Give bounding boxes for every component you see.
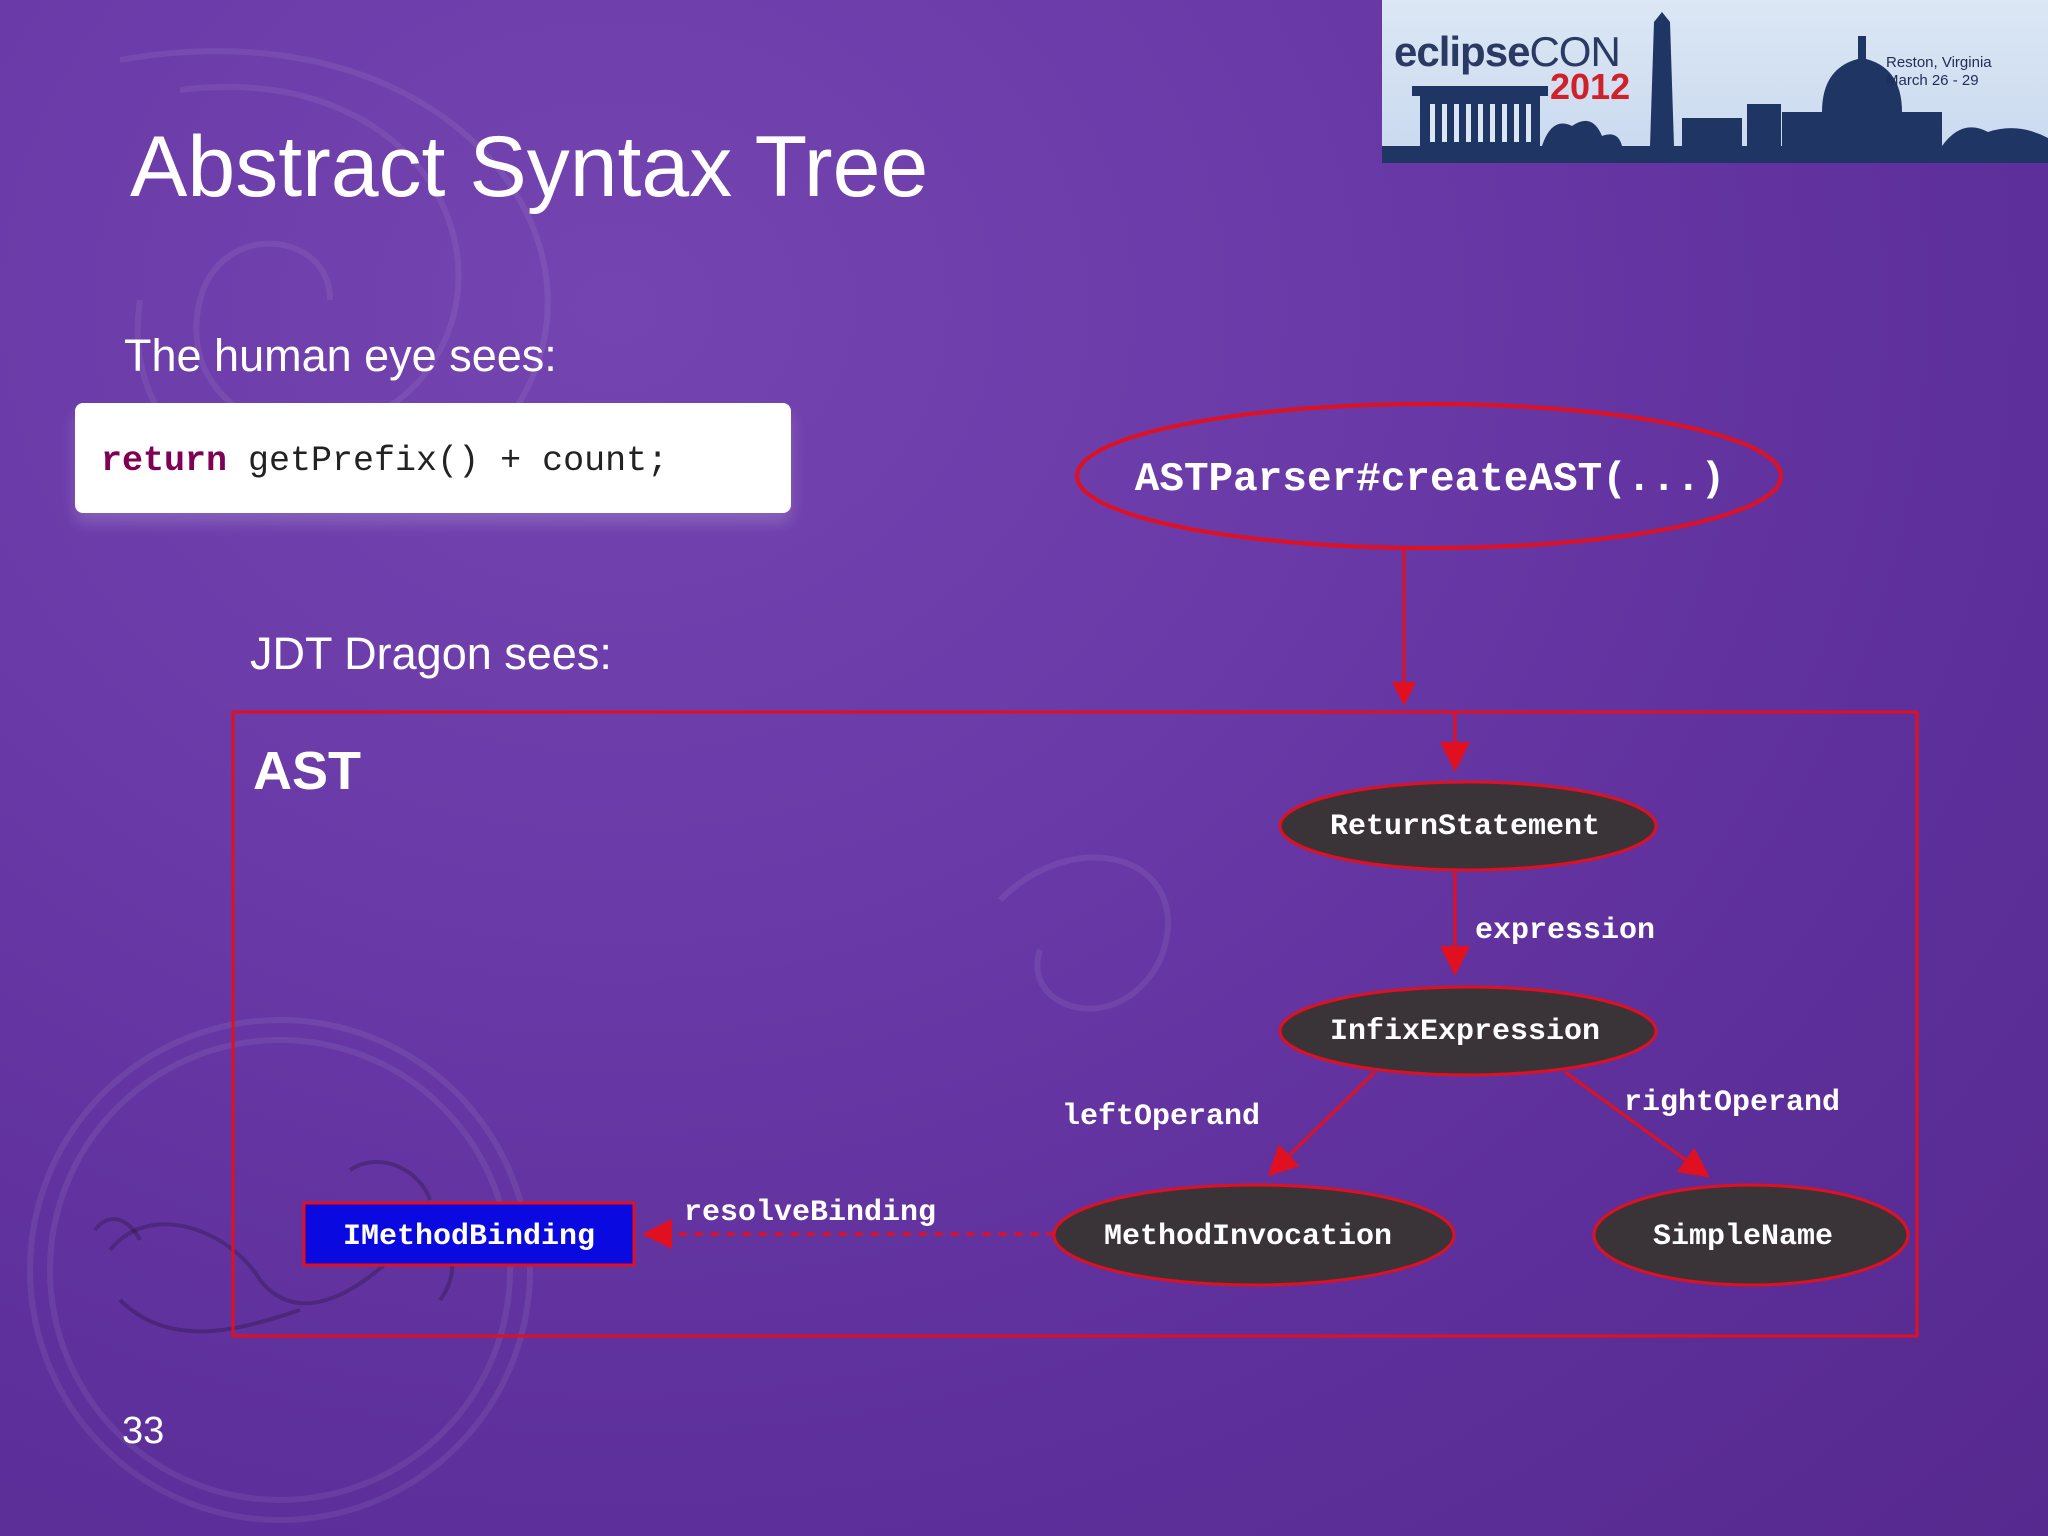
banner-location: Reston, Virginia <box>1886 54 1992 71</box>
page-number: 33 <box>122 1410 165 1452</box>
ast-container-label: AST <box>253 741 361 801</box>
banner-year: 2012 <box>1550 66 1631 107</box>
node-infix-expression-label: InfixExpression <box>1330 1015 1600 1049</box>
node-method-binding-label: IMethodBinding <box>343 1220 595 1254</box>
code-expression: getPrefix() + count; <box>227 441 669 481</box>
code-keyword: return <box>101 441 228 481</box>
dragon-label: JDT Dragon sees: <box>250 628 612 679</box>
node-infix-expression <box>1278 985 1658 1077</box>
edge-label-resolve-binding: resolveBinding <box>684 1196 936 1230</box>
node-method-binding <box>302 1201 636 1267</box>
edge-label-left-operand: leftOperand <box>1062 1100 1260 1134</box>
banner-dates: March 26 - 29 <box>1886 72 1979 89</box>
edge-label-right-operand: rightOperand <box>1624 1086 1840 1120</box>
parser-node-label: ASTParser#createAST(...) <box>1135 457 1726 503</box>
code-snippet-box: return getPrefix() + count; <box>75 403 791 513</box>
node-simple-name-label: SimpleName <box>1653 1220 1833 1254</box>
skyline-logo <box>1382 12 2048 163</box>
node-method-invocation <box>1052 1183 1456 1287</box>
edge-right-operand <box>1564 1070 1710 1178</box>
edge-label-expression: expression <box>1475 914 1655 948</box>
node-simple-name <box>1592 1183 1910 1287</box>
node-return-statement <box>1278 780 1658 872</box>
node-method-invocation-label: MethodInvocation <box>1104 1220 1392 1254</box>
edge-left-operand <box>1267 1070 1377 1177</box>
eclipsecon-banner: eclipseCON 2012 Reston, Virginia March 2… <box>1382 0 2048 163</box>
slide-title: Abstract Syntax Tree <box>130 119 929 215</box>
code-snippet: return getPrefix() + count; <box>101 441 668 481</box>
node-return-statement-label: ReturnStatement <box>1330 810 1600 844</box>
parser-node <box>1075 402 1783 550</box>
eclipse-wordmark: eclipseCON <box>1394 28 1621 75</box>
human-eye-label: The human eye sees: <box>124 330 557 381</box>
ast-container <box>231 710 1919 1338</box>
